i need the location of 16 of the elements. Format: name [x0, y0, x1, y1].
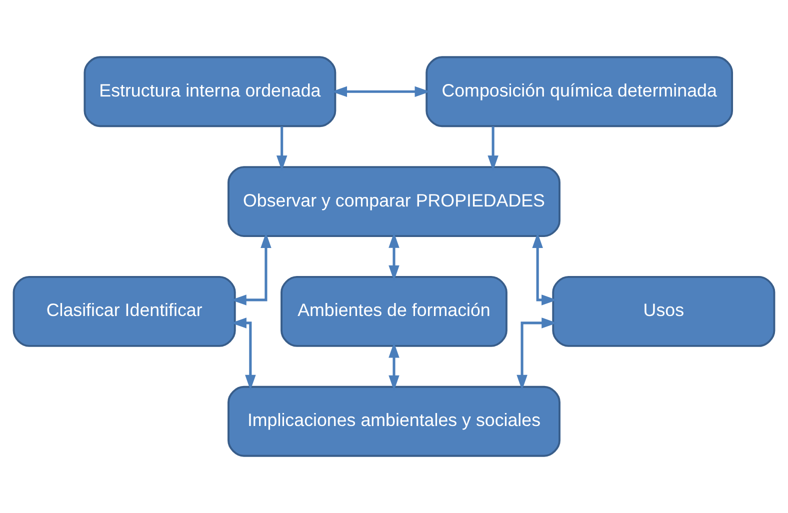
arrow [276, 126, 288, 171]
node-box: Usos [552, 276, 776, 347]
arrow [332, 86, 430, 97]
node-box: Implicaciones ambientales y sociales [228, 386, 560, 457]
node-box: Composición química determinada [426, 56, 734, 128]
node-box: Estructura interna ordenada [84, 56, 336, 128]
node-box: Observar y comparar PROPIEDADES [228, 166, 560, 237]
arrow [488, 126, 498, 171]
arrow [516, 318, 557, 390]
arrow [388, 342, 400, 391]
node-box: Clasificar Identificar [12, 276, 236, 347]
arrow [231, 318, 256, 390]
arrow [231, 232, 272, 306]
arrow [388, 232, 400, 281]
node-box: Ambientes de formación [280, 276, 508, 347]
arrow [532, 232, 557, 306]
